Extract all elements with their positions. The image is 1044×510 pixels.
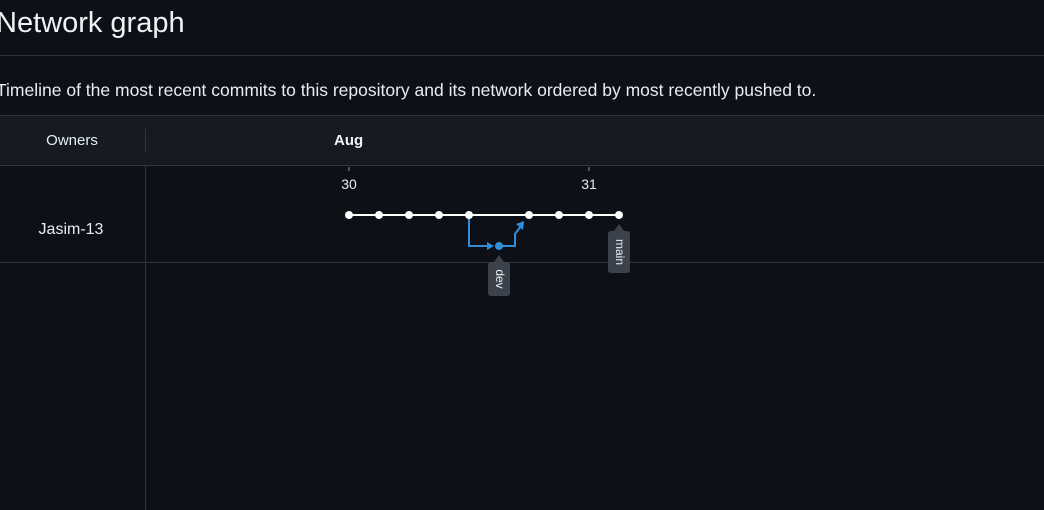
page-description: Timeline of the most recent commits to t…	[0, 80, 817, 100]
owner-name[interactable]: Jasim-13	[38, 221, 104, 238]
commit-dot	[615, 211, 623, 219]
day-label-31: 31	[581, 176, 597, 192]
branch-label-main: main	[608, 224, 630, 273]
commit-dot	[345, 211, 353, 219]
owners-header: Owners	[46, 132, 98, 149]
commit-dot	[525, 211, 533, 219]
title-divider	[0, 55, 1044, 56]
commit-dot	[375, 211, 383, 219]
dev-fork-arrow	[487, 242, 494, 250]
branch-label-dev: dev	[488, 255, 510, 296]
page-title: Network graph	[0, 7, 185, 39]
commit-dot	[465, 211, 473, 219]
dev-merge-line	[499, 225, 522, 247]
dev-fork-line	[468, 215, 490, 247]
dev-merge-arrow	[516, 221, 524, 230]
branch-label-main-text: main	[613, 239, 627, 265]
graph-header: Owners Aug	[0, 115, 1044, 166]
dev-commit-dot	[495, 242, 503, 250]
month-label: Aug	[334, 132, 364, 149]
commit-dot	[585, 211, 593, 219]
branch-label-dev-text: dev	[493, 269, 507, 288]
day-label-30: 30	[341, 176, 357, 192]
row-divider	[0, 262, 1044, 263]
commit-dot	[435, 211, 443, 219]
commit-dot	[405, 211, 413, 219]
header-divider	[145, 129, 146, 153]
commit-dot	[555, 211, 563, 219]
owner-column-divider	[145, 166, 146, 510]
